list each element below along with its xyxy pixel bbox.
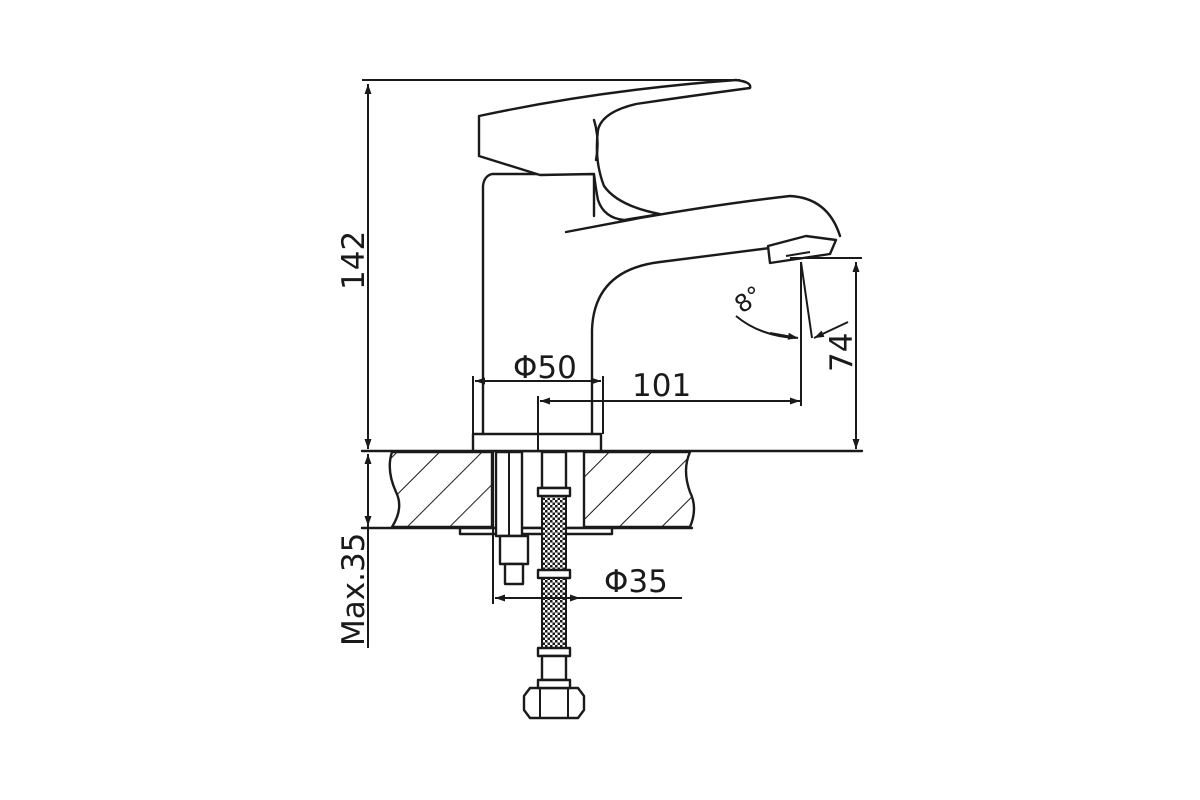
mounting-stud [494, 450, 530, 586]
handle [477, 78, 752, 222]
hose-ferrule-top [540, 450, 568, 490]
angle-ray [800, 261, 813, 339]
dim-height-total-label: 142 [336, 231, 372, 290]
dim-spout-angle-label: 8° [729, 280, 767, 319]
spout-top [564, 194, 842, 238]
aerator [766, 234, 838, 265]
aerator-line [785, 251, 811, 257]
handle-joint [592, 118, 599, 162]
dim-base-diameter: Φ50 [472, 350, 604, 434]
hose-ring-1 [536, 486, 572, 498]
hex-nut-neck [536, 678, 572, 690]
stud-lower [498, 534, 530, 566]
body-column-right [590, 246, 772, 436]
dim-max-thickness-label: Max.35 [336, 533, 372, 646]
dim-spout-height-label: 74 [824, 333, 860, 372]
angle-arc [735, 315, 797, 339]
angle-arrow-right [813, 321, 849, 339]
hose-braid-1 [541, 495, 567, 571]
hose-ferrule-bottom [540, 654, 568, 682]
dim-height-total: 142 [336, 79, 740, 449]
dim-mount-hole-label: Φ35 [604, 564, 668, 600]
hose-braid-2 [541, 577, 567, 649]
clamp-plate [458, 526, 614, 536]
countertop-section [360, 449, 864, 536]
dim-base-diameter-label: Φ50 [513, 350, 577, 386]
body-column [481, 172, 596, 436]
dim-spout-reach: 101 [537, 262, 802, 452]
angle-arrow-left [769, 332, 799, 340]
dim-spout-height: 74 [790, 257, 862, 449]
hose-ring-2 [536, 568, 572, 580]
dim-mount-hole: Φ35 [492, 452, 682, 604]
dim-spout-reach-label: 101 [632, 368, 691, 404]
dim-max-thickness: Max.35 [336, 454, 372, 648]
supply-hose [522, 450, 586, 720]
hose-hex-nut [522, 686, 586, 720]
dim-spout-angle: 8° [729, 261, 849, 340]
stud-nut [503, 562, 525, 586]
